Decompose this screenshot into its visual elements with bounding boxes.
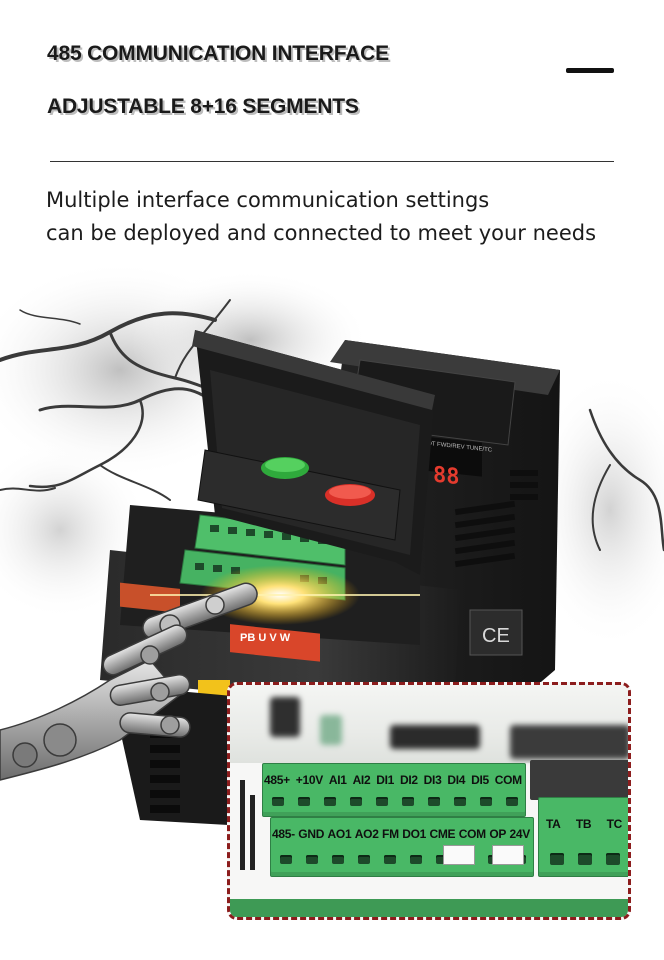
relay-label: TC: [606, 817, 623, 831]
terminal-holes-top: [272, 797, 518, 806]
terminal-holes-bottom: [280, 855, 526, 864]
svg-text:88: 88: [433, 463, 459, 491]
terminal-label: OP: [489, 827, 507, 841]
decorative-dash: [566, 68, 614, 73]
relay-labels: TA TB TC: [546, 817, 622, 831]
terminal-label: GND: [298, 827, 325, 841]
vfd-device-illustration: 88 RUN LOCAL/REMOT FWD/REV TUNE/TC CE: [0, 330, 560, 835]
terminal-labels-bottom: 485- GND AO1 AO2 FM DO1 CME COM OP 24V: [272, 827, 530, 841]
terminal-label: DI4: [447, 773, 466, 787]
terminal-strip-top: [262, 763, 526, 817]
description-line-2: can be deployed and connected to meet yo…: [46, 221, 597, 245]
terminal-label: DI3: [423, 773, 442, 787]
relay-label: TA: [546, 817, 561, 831]
jumper-cap: [443, 845, 475, 865]
pcb-board: [230, 899, 628, 917]
terminal-label: DI1: [376, 773, 395, 787]
description-line-1: Multiple interface communication setting…: [46, 188, 490, 212]
headline-segments: ADJUSTABLE 8+16 SEGMENTS: [47, 95, 359, 118]
relay-terminal-strip: [538, 797, 628, 877]
terminal-label: +10V: [295, 773, 323, 787]
header-pin: [240, 780, 245, 870]
terminal-label: 24V: [509, 827, 531, 841]
terminal-label: 485-: [272, 827, 295, 841]
terminal-label: AI2: [352, 773, 371, 787]
divider-line: [50, 161, 614, 162]
terminal-label: DO1: [402, 827, 427, 841]
description: Multiple interface communication setting…: [46, 184, 626, 250]
terminal-labels-top: 485+ +10V AI1 AI2 DI1 DI2 DI3 DI4 DI5 CO…: [264, 773, 522, 787]
terminal-label: CME: [429, 827, 456, 841]
terminal-zoom-inset: 485+ +10V AI1 AI2 DI1 DI2 DI3 DI4 DI5 CO…: [227, 682, 631, 920]
relay-holes: [550, 853, 620, 865]
headline-interface: 485 COMMUNICATION INTERFACE: [47, 42, 389, 65]
terminal-label: AO1: [327, 827, 352, 841]
svg-text:CE: CE: [482, 625, 510, 647]
jumper-cap: [492, 845, 524, 865]
relay-label: TB: [575, 817, 592, 831]
terminal-label: AI1: [328, 773, 347, 787]
terminal-label: FM: [382, 827, 399, 841]
header-pin: [250, 795, 255, 870]
terminal-label: DI2: [399, 773, 418, 787]
relay-housing: [530, 760, 628, 800]
terminal-label: COM: [458, 827, 486, 841]
terminal-label: COM: [494, 773, 522, 787]
terminal-label: DI5: [471, 773, 489, 787]
svg-text:PB U V W: PB U V W: [240, 632, 291, 644]
terminal-strip-bottom: [270, 817, 534, 877]
terminal-label: 485+: [264, 773, 290, 787]
blurred-pcb-background: [230, 685, 628, 763]
terminal-label: AO2: [354, 827, 379, 841]
